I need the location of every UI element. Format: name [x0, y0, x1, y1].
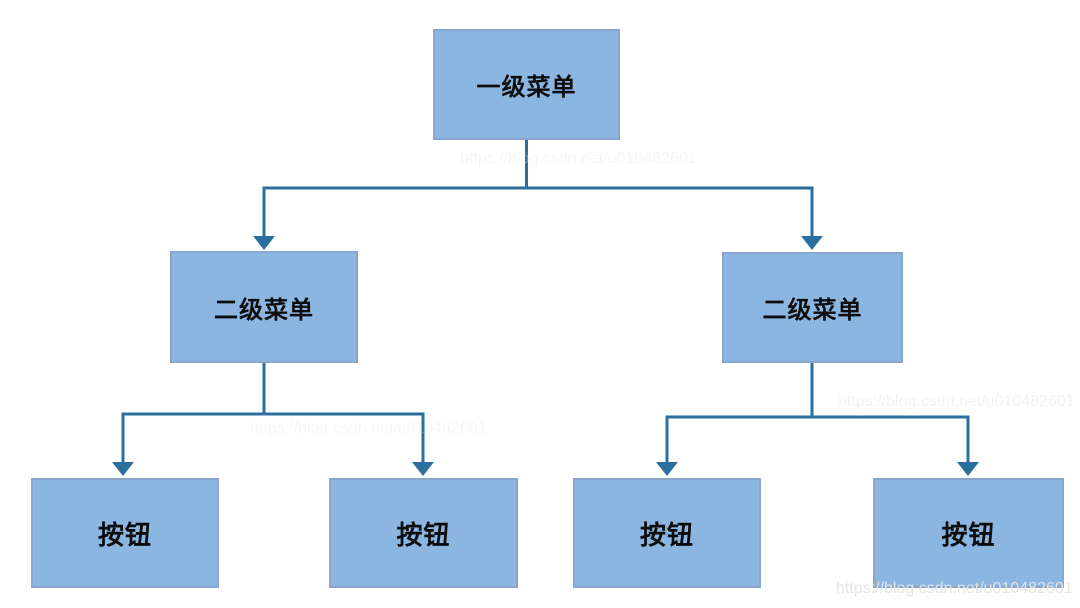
- watermark-url-ghost: https://blog.csdn.net/u010482601: [838, 393, 1075, 410]
- node-button-3: 按钮: [573, 478, 761, 588]
- watermark-url-ghost: https://blog.csdn.net/u010482601: [250, 420, 487, 437]
- node-level1-menu: 一级菜单: [433, 29, 620, 140]
- node-button-4: 按钮: [873, 478, 1064, 588]
- watermark-url-ghost: https://blog.csdn.net/u010482601: [460, 150, 697, 167]
- node-level2-menu-right: 二级菜单: [722, 252, 903, 363]
- node-button-1: 按钮: [31, 478, 219, 588]
- node-button-2: 按钮: [329, 478, 518, 588]
- node-level2-menu-left: 二级菜单: [170, 251, 358, 363]
